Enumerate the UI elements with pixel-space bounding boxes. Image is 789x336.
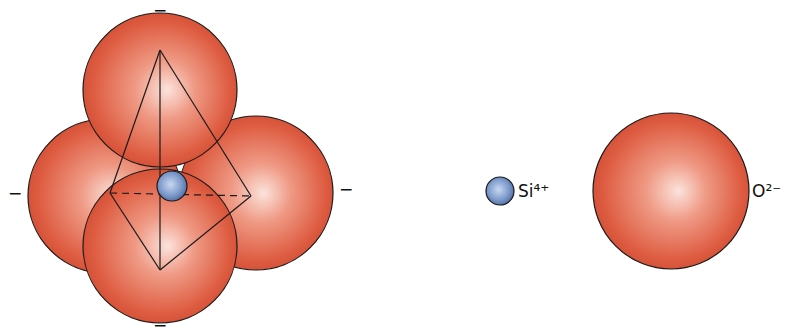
tetrahedron-edges: [110, 50, 251, 270]
ion-label: O²⁻: [752, 183, 781, 200]
charge-sign: −: [339, 181, 353, 198]
silicon-ion: [157, 171, 187, 201]
silicon-ion-key: [486, 177, 514, 205]
charge-sign: −: [153, 2, 167, 19]
charge-sign: −: [8, 185, 22, 202]
oxygen-ion-key: [593, 113, 749, 269]
charge-sign: −: [153, 317, 167, 334]
ion-label: Si⁴⁺: [518, 183, 549, 200]
